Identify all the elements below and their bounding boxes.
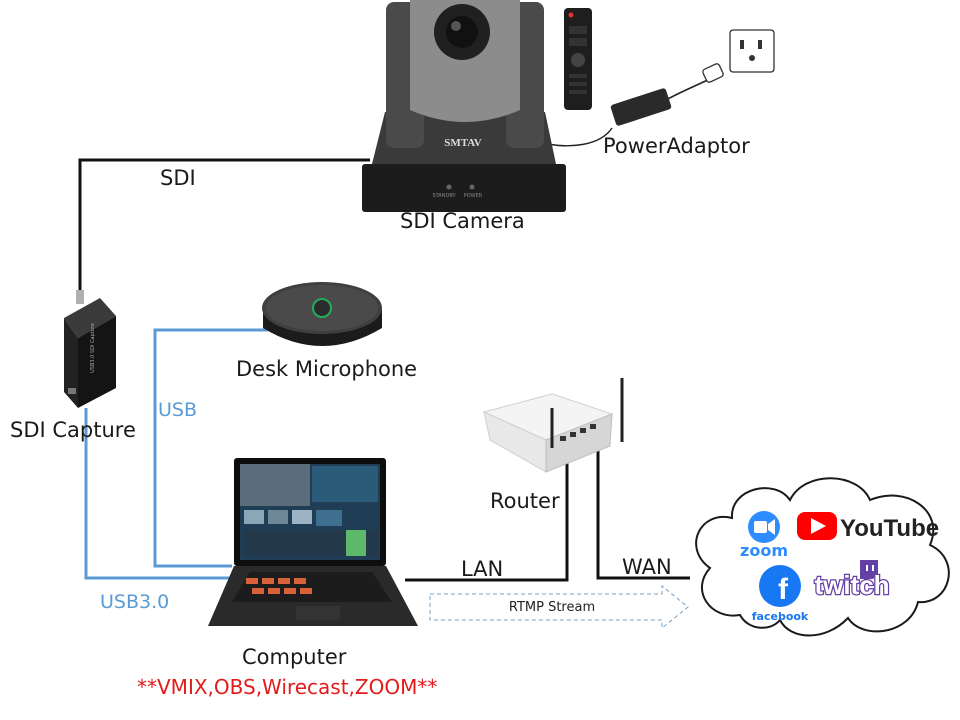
- zoom-wordmark: zoom: [740, 541, 788, 560]
- camera-power-label: POWER: [464, 193, 483, 199]
- sdi-capture-label: SDI Capture: [10, 418, 136, 442]
- router-icon: [482, 378, 624, 473]
- rtmp-arrow: [429, 584, 689, 630]
- desk-microphone-label: Desk Microphone: [236, 357, 418, 381]
- rtmp-stream-label: RTMP Stream: [509, 600, 595, 615]
- computer-label: Computer: [242, 645, 347, 669]
- usb3-label: USB3.0: [100, 591, 170, 613]
- wall-outlet-icon: [729, 29, 775, 73]
- wan-cable: [596, 438, 690, 580]
- sdi-capture-device-icon: USB3.0 SDI Capture: [64, 290, 116, 408]
- camera-standby-label: STANDBY: [432, 193, 456, 199]
- usb-label: USB: [158, 399, 198, 421]
- cables: [78, 75, 717, 582]
- router-label: Router: [490, 489, 560, 513]
- zoom-logo: zoom: [740, 511, 788, 560]
- software-label: **VMIX,OBS,Wirecast,ZOOM**: [137, 675, 438, 699]
- remote-control-icon: [564, 8, 592, 110]
- facebook-glyph: f: [778, 573, 789, 606]
- facebook-wordmark: facebook: [752, 610, 809, 623]
- capture-device-text: USB3.0 SDI Capture: [90, 323, 96, 373]
- desk-microphone-icon: [262, 282, 382, 346]
- internet-cloud: [695, 477, 950, 637]
- usb-mic-cable: [153, 328, 268, 568]
- youtube-logo: YouTube: [797, 512, 939, 542]
- facebook-logo: f facebook: [752, 565, 809, 623]
- lan-label: LAN: [461, 557, 504, 581]
- power-adaptor-label: PowerAdaptor: [603, 134, 750, 158]
- camera-label: SDI Camera: [400, 209, 525, 233]
- youtube-wordmark: YouTube: [840, 515, 939, 542]
- usb3-cable: [84, 408, 232, 580]
- power-cable: [547, 127, 613, 147]
- sdi-cable: [78, 158, 370, 292]
- sdi-cable-label: SDI: [160, 166, 196, 190]
- twitch-wordmark: twitch: [814, 570, 889, 600]
- lan-cable: [405, 442, 569, 582]
- camera-brand: SMTAV: [444, 137, 482, 149]
- twitch-logo: twitch: [813, 560, 891, 601]
- laptop-computer-icon: [208, 458, 418, 626]
- power-adaptor-icon: [610, 63, 724, 126]
- ptz-camera: SMTAV STANDBY POWER: [362, 0, 566, 212]
- wan-label: WAN: [622, 555, 672, 579]
